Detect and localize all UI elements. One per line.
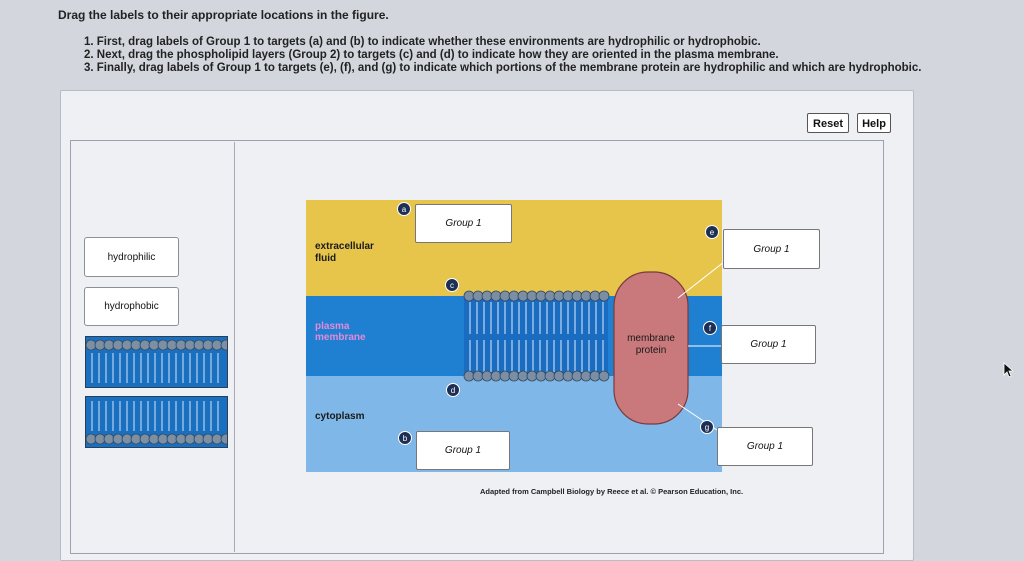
marker-c: c	[445, 278, 459, 292]
target-g[interactable]: Group 1	[717, 427, 813, 466]
page-title: Drag the labels to their appropriate loc…	[58, 8, 389, 22]
marker-a: a	[397, 202, 411, 216]
membrane-protein-label-line1: membrane	[627, 333, 675, 344]
extracellular-label-line2: fluid	[315, 253, 337, 264]
extracellular-label: extracellular fluid	[315, 241, 374, 265]
phospholipid-layer-heads-down-graphic	[86, 397, 227, 447]
figure-credit: Adapted from Campbell Biology by Reece e…	[480, 487, 744, 496]
instructions: 1. First, drag labels of Group 1 to targ…	[84, 36, 921, 75]
target-b[interactable]: Group 1	[416, 431, 510, 470]
marker-b: b	[398, 431, 412, 445]
phospholipid-layer-heads-up[interactable]	[85, 336, 228, 388]
marker-d: d	[446, 383, 460, 397]
instruction-1: 1. First, drag labels of Group 1 to targ…	[84, 36, 761, 48]
reset-button[interactable]: Reset	[807, 113, 849, 133]
plasma-membrane-label: plasma membrane	[315, 321, 366, 343]
extracellular-label-line1: extracellular	[315, 241, 374, 252]
target-f[interactable]: Group 1	[721, 325, 816, 364]
target-e[interactable]: Group 1	[723, 229, 820, 269]
membrane-figure: extracellular fluid plasma membrane cyto…	[306, 200, 722, 472]
plasma-membrane-label-line1: plasma	[315, 321, 350, 332]
instruction-3: 3. Finally, drag labels of Group 1 to ta…	[84, 62, 922, 74]
marker-g: g	[700, 420, 714, 434]
marker-e: e	[705, 225, 719, 239]
label-hydrophilic[interactable]: hydrophilic	[84, 237, 179, 277]
target-a[interactable]: Group 1	[415, 204, 512, 243]
membrane-protein-label-line2: protein	[635, 345, 667, 356]
bilayer-graphic	[463, 262, 722, 433]
membrane-protein-label: membrane protein	[618, 333, 684, 357]
cytoplasm-label: cytoplasm	[315, 411, 365, 422]
instruction-2: 2. Next, drag the phospholipid layers (G…	[84, 49, 779, 61]
phospholipid-layer-heads-down[interactable]	[85, 396, 228, 448]
label-bank-divider	[234, 142, 235, 552]
marker-f: f	[703, 321, 717, 335]
phospholipid-layer-heads-up-graphic	[86, 337, 227, 387]
plasma-membrane-label-line2: membrane	[315, 332, 366, 343]
help-button[interactable]: Help	[857, 113, 891, 133]
mouse-cursor-icon	[1003, 362, 1013, 378]
label-hydrophobic[interactable]: hydrophobic	[84, 287, 179, 326]
